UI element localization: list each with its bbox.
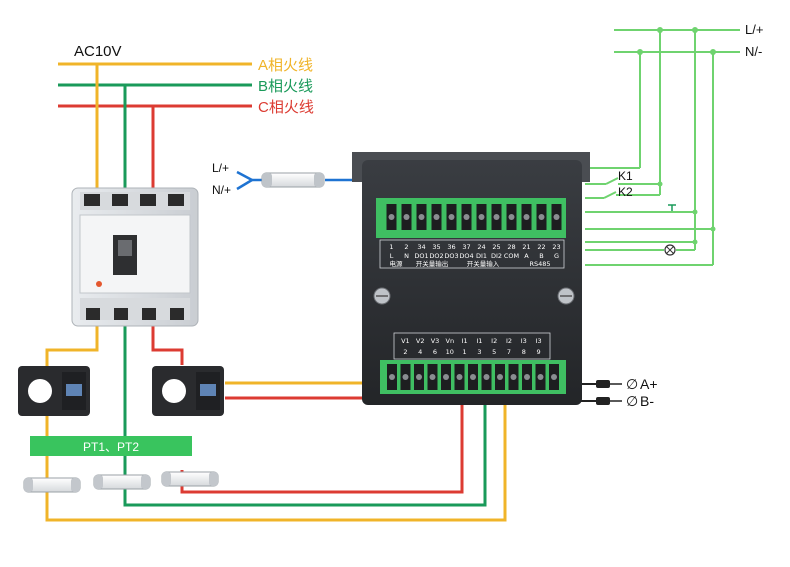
terminal-number: 24 (477, 243, 485, 251)
pt-label: PT1、PT2 (83, 440, 139, 454)
terminal-number: 21 (522, 243, 530, 251)
terminal-number: 10 (446, 348, 454, 356)
current-transformer-1 (18, 366, 90, 416)
terminal-function: A (524, 252, 529, 260)
right-neutral-label: N/- (745, 44, 762, 59)
rs485-b-label: B- (640, 393, 654, 409)
top-terminal-screws (386, 204, 562, 230)
terminal-function: DO4 (459, 252, 473, 260)
relay-k1-label: K1 (618, 169, 633, 183)
terminal-number: 34 (417, 243, 425, 251)
terminal-signal: I3 (536, 337, 542, 345)
terminal-signal: I3 (521, 337, 527, 345)
terminal-number: 1 (389, 243, 393, 251)
terminal-function: L (390, 252, 394, 260)
terminal-function: DI1 (476, 252, 487, 260)
terminal-signal: V2 (416, 337, 425, 345)
terminal-number: 2 (403, 348, 407, 356)
terminal-number: 7 (507, 348, 511, 356)
terminal-signal: I2 (491, 337, 497, 345)
terminal-number: 5 (492, 348, 496, 356)
terminal-number: 4 (418, 348, 422, 356)
current-transformer-2 (152, 366, 224, 416)
fuse-icon (261, 172, 325, 188)
terminal-number: 1 (463, 348, 467, 356)
terminal-number: 3 (477, 348, 481, 356)
aux-live-label: L/+ (212, 161, 229, 175)
pushbutton-icon (668, 204, 676, 211)
right-live-label: L/+ (745, 22, 763, 37)
right-supply-bus (585, 29, 740, 266)
pt-label-bar (30, 436, 192, 456)
phase-a-label: A相火线 (258, 57, 313, 74)
phase-b-label: B相火线 (258, 78, 313, 95)
terminal-signal: I1 (476, 337, 482, 345)
phase-c-label: C相火线 (258, 99, 314, 116)
pt-fuse-group (23, 471, 219, 493)
terminal-number: 37 (462, 243, 470, 251)
terminal-signal: V3 (431, 337, 440, 345)
terminal-function: COM (504, 252, 519, 260)
pt-fuse-3 (161, 471, 219, 487)
terminal-signal: I1 (462, 337, 468, 345)
rs485-a-prefix: ∅ (626, 376, 638, 392)
terminal-number: 8 (522, 348, 526, 356)
terminal-signal: V1 (401, 337, 410, 345)
terminal-number: 35 (432, 243, 440, 251)
bottom-terminal-screws (387, 364, 559, 390)
terminal-number: 9 (537, 348, 541, 356)
terminal-number: 36 (447, 243, 455, 251)
terminal-function: DI2 (491, 252, 502, 260)
bottom-terminal-labels: V1 2 V2 4 V3 6 Vn 10 I1 1 I1 3 I2 5 I2 7 I3 8 I3 9 (401, 337, 542, 356)
secondary-wiring (45, 320, 507, 522)
terminal-group-label: 开关量输入 (467, 259, 500, 268)
terminal-number: 23 (552, 243, 560, 251)
circuit-breaker (71, 187, 199, 327)
rs485-leads (575, 380, 622, 405)
relay-k2-label: K2 (618, 185, 633, 199)
terminal-function: DO1 (414, 252, 428, 260)
top-terminal-labels: 1L2N34DO135DO236DO337DO424DI125DI228COM2… (389, 243, 560, 268)
terminal-group-label: 开关量输出 (416, 259, 449, 268)
terminal-number: 6 (433, 348, 437, 356)
pt-fuse-1 (23, 477, 81, 493)
terminal-function: N (404, 252, 409, 260)
terminal-signal: Vn (446, 337, 455, 345)
rs485-b-prefix: ∅ (626, 393, 638, 409)
terminal-group-label: RS485 (529, 260, 550, 268)
terminal-number: 22 (537, 243, 545, 251)
terminal-signal: I2 (506, 337, 512, 345)
terminal-function: G (554, 252, 559, 260)
indicator-lamp-icon (664, 244, 676, 256)
terminal-number: 25 (492, 243, 500, 251)
terminal-function: DO3 (444, 252, 458, 260)
rs485-a-label: A+ (640, 376, 658, 392)
pt-fuse-2 (93, 474, 151, 490)
phase-lines (58, 62, 252, 193)
supply-label: AC10V (74, 43, 122, 60)
power-meter: 1L2N34DO135DO236DO337DO424DI125DI228COM2… (352, 152, 590, 405)
terminal-number: 28 (507, 243, 515, 251)
junction-dots (637, 27, 716, 245)
terminal-number: 2 (404, 243, 408, 251)
terminal-function: B (539, 252, 543, 260)
aux-neutral-label: N/+ (212, 183, 231, 197)
terminal-group-label: 电源 (390, 259, 404, 268)
terminal-function: DO2 (429, 252, 443, 260)
